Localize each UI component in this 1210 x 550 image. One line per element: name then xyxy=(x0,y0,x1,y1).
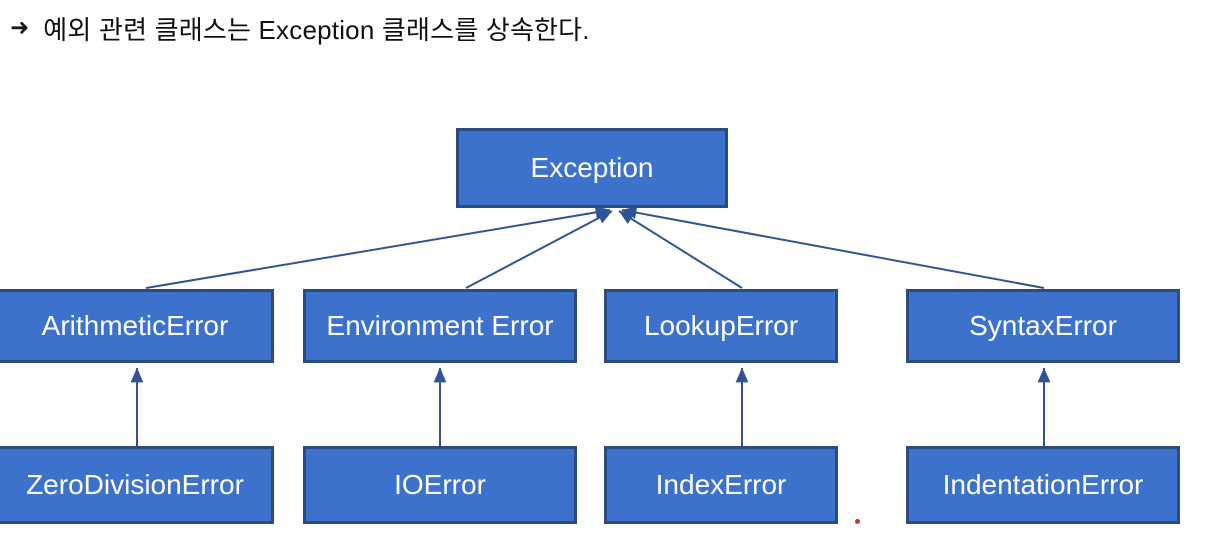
node-indexerror-label: IndexError xyxy=(655,468,787,500)
slide-heading: ➜ 예외 관련 클래스는 Exception 클래스를 상속한다. xyxy=(10,6,1200,50)
triangle-right-bullet-icon: ➜ xyxy=(10,13,30,40)
edge-arithmeticerror-to-exception xyxy=(145,206,611,289)
node-syntaxerror-label: SyntaxError xyxy=(969,309,1117,341)
node-lookuperror-label: LookupError xyxy=(643,309,799,341)
slide-heading-text: 예외 관련 클래스는 Exception 클래스를 상속한다. xyxy=(43,14,590,45)
node-exception[interactable]: Exception xyxy=(456,128,728,208)
node-ioerror-label: IOError xyxy=(394,468,486,500)
node-indexerror[interactable]: IndexError xyxy=(604,446,838,524)
node-ioerror[interactable]: IOError xyxy=(303,446,577,524)
node-arithmeticerror-label: ArithmeticError xyxy=(41,309,229,341)
edge-lookuperror-to-exception xyxy=(618,210,743,289)
node-exception-label: Exception xyxy=(530,151,654,183)
edge-environmenterror-to-exception xyxy=(465,210,613,289)
node-environmenterror-label: Environment Error xyxy=(326,309,554,341)
node-zerodivisionerror-label: ZeroDivisionError xyxy=(26,468,244,500)
node-indentationerror-label: IndentationError xyxy=(942,468,1144,500)
node-arithmeticerror[interactable]: ArithmeticError xyxy=(0,289,274,363)
laser-pointer-dot xyxy=(855,519,860,524)
node-lookuperror[interactable]: LookupError xyxy=(604,289,838,363)
node-environmenterror[interactable]: Environment Error xyxy=(303,289,577,363)
edge-syntaxerror-to-exception xyxy=(621,206,1045,289)
node-zerodivisionerror[interactable]: ZeroDivisionError xyxy=(0,446,274,524)
node-indentationerror[interactable]: IndentationError xyxy=(906,446,1180,524)
node-syntaxerror[interactable]: SyntaxError xyxy=(906,289,1180,363)
